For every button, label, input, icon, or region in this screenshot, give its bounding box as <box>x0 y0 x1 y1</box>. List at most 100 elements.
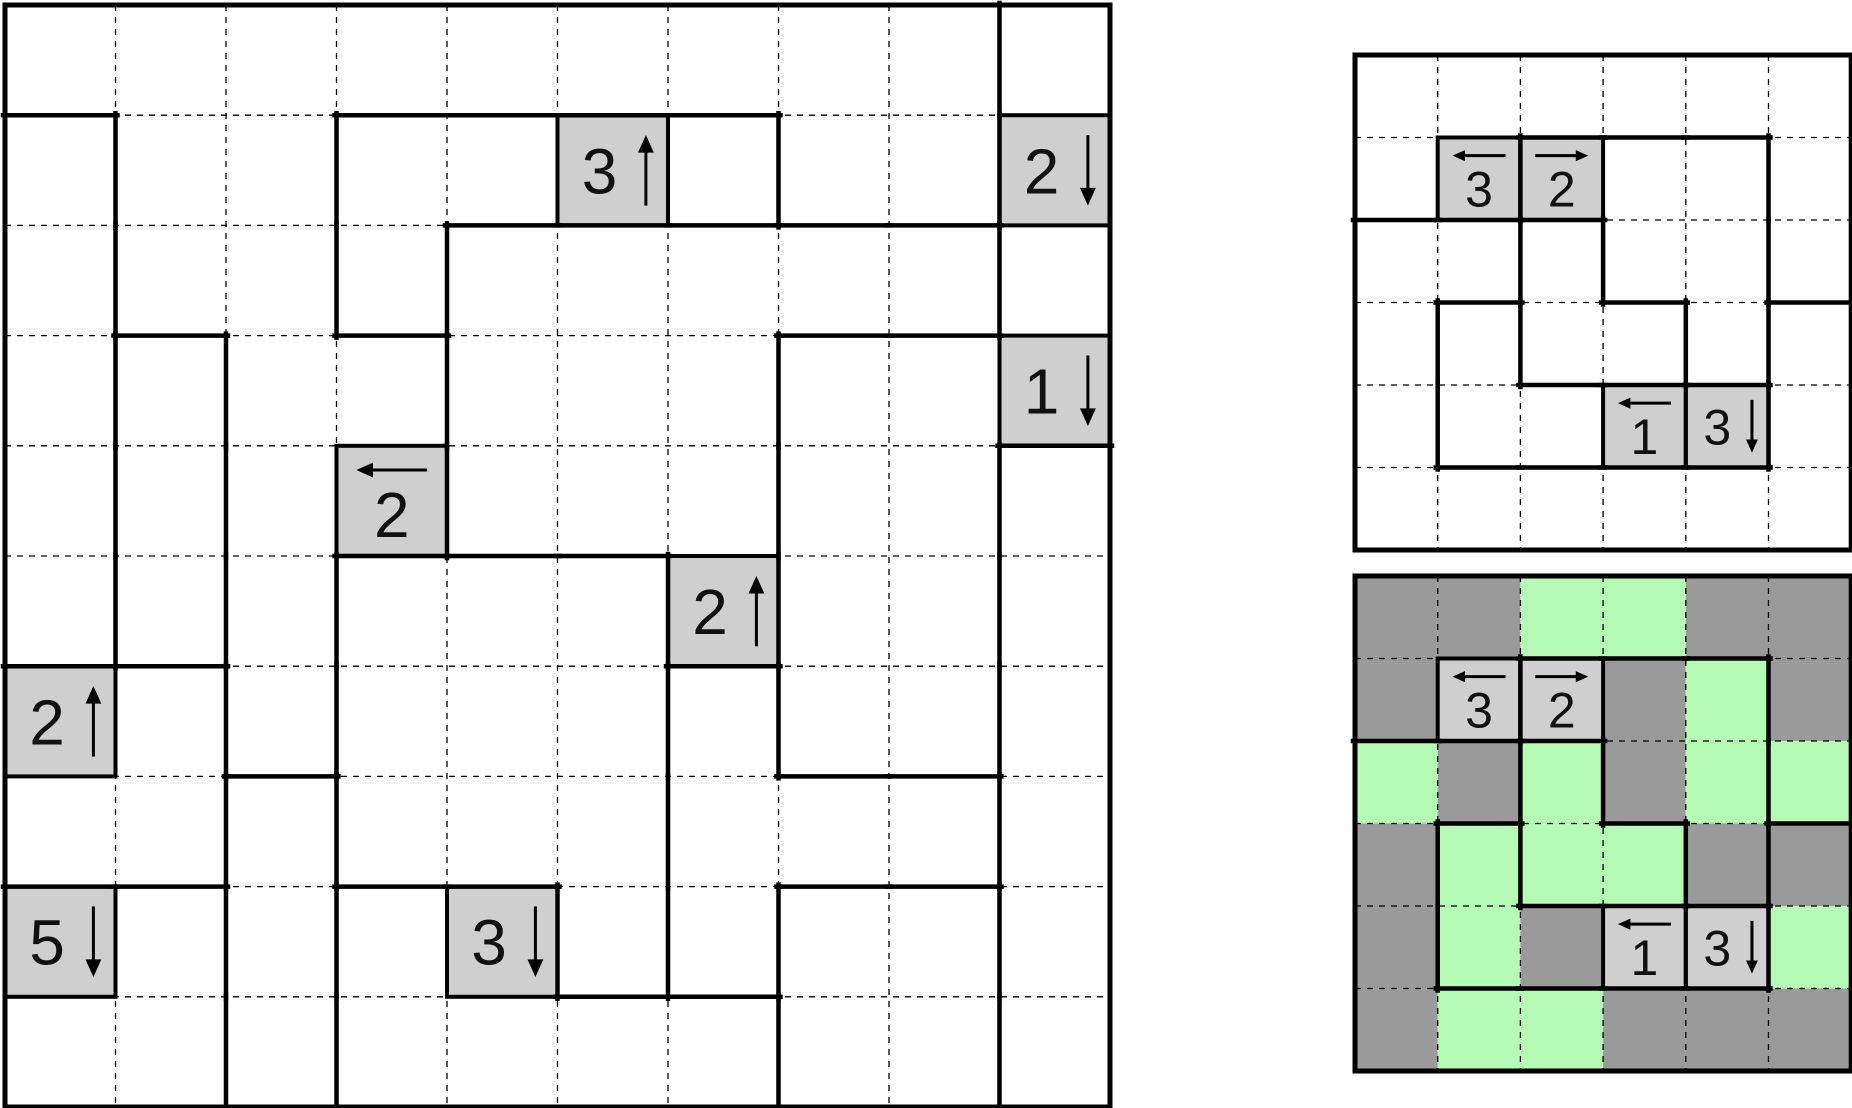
grid-cell[interactable] <box>447 776 558 887</box>
grid-cell[interactable] <box>1685 302 1769 386</box>
grid-cell[interactable] <box>1355 385 1438 468</box>
shaded-cell[interactable] <box>1603 658 1686 742</box>
grid-cell[interactable] <box>999 445 1111 556</box>
shaded-cell[interactable] <box>1768 658 1852 742</box>
grid-cell[interactable] <box>889 5 1000 116</box>
shaded-cell[interactable] <box>1685 576 1769 659</box>
grid-cell[interactable] <box>1603 220 1686 303</box>
grid-cell[interactable] <box>5 335 116 446</box>
grid-cell[interactable] <box>668 5 779 116</box>
grid-cell[interactable] <box>336 886 448 997</box>
grid-cell[interactable] <box>889 335 1000 446</box>
grid-cell[interactable] <box>557 445 669 556</box>
grid-cell[interactable] <box>889 886 1000 997</box>
grid-cell[interactable] <box>778 225 890 336</box>
grid-cell[interactable] <box>336 335 448 446</box>
grid-cell[interactable] <box>668 335 779 446</box>
grid-cell[interactable] <box>668 115 779 226</box>
unshaded-cell[interactable] <box>1520 741 1604 824</box>
unshaded-cell[interactable] <box>1437 823 1521 907</box>
grid-cell[interactable] <box>1685 220 1769 303</box>
grid-cell[interactable] <box>1768 467 1852 551</box>
shaded-cell[interactable] <box>1355 988 1438 1072</box>
grid-cell[interactable] <box>115 996 227 1107</box>
grid-cell[interactable] <box>336 5 448 116</box>
grid-cell[interactable] <box>226 666 337 777</box>
grid-cell[interactable] <box>226 115 337 226</box>
grid-cell[interactable] <box>999 666 1111 777</box>
grid-cell[interactable] <box>447 5 558 116</box>
grid-cell[interactable] <box>1355 137 1438 221</box>
grid-cell[interactable] <box>668 445 779 556</box>
grid-cell[interactable] <box>778 556 890 667</box>
grid-cell[interactable] <box>999 5 1111 116</box>
grid-cell[interactable] <box>226 445 337 556</box>
unshaded-cell[interactable] <box>1603 823 1686 907</box>
grid-cell[interactable] <box>557 335 669 446</box>
shaded-cell[interactable] <box>1603 988 1686 1072</box>
shaded-cell[interactable] <box>1437 741 1521 824</box>
grid-cell[interactable] <box>1520 302 1604 386</box>
grid-cell[interactable] <box>447 666 558 777</box>
shaded-cell[interactable] <box>1685 823 1769 907</box>
unshaded-cell[interactable] <box>1437 906 1521 989</box>
shaded-cell[interactable] <box>1355 906 1438 989</box>
shaded-cell[interactable] <box>1603 741 1686 824</box>
grid-cell[interactable] <box>1768 220 1852 303</box>
grid-cell[interactable] <box>5 556 116 667</box>
grid-cell[interactable] <box>115 115 227 226</box>
shaded-cell[interactable] <box>1768 823 1852 907</box>
grid-cell[interactable] <box>1437 385 1521 468</box>
grid-cell[interactable] <box>999 225 1111 336</box>
grid-cell[interactable] <box>5 5 116 116</box>
grid-cell[interactable] <box>1437 220 1521 303</box>
grid-cell[interactable] <box>226 5 337 116</box>
unshaded-cell[interactable] <box>1520 988 1604 1072</box>
shaded-cell[interactable] <box>1768 988 1852 1072</box>
grid-cell[interactable] <box>447 115 558 226</box>
grid-cell[interactable] <box>115 225 227 336</box>
grid-cell[interactable] <box>1768 302 1852 386</box>
grid-cell[interactable] <box>115 335 227 446</box>
grid-cell[interactable] <box>778 886 890 997</box>
grid-cell[interactable] <box>1768 385 1852 468</box>
unshaded-cell[interactable] <box>1603 576 1686 659</box>
grid-cell[interactable] <box>1355 220 1438 303</box>
grid-cell[interactable] <box>889 776 1000 887</box>
grid-cell[interactable] <box>557 996 669 1107</box>
shaded-cell[interactable] <box>1437 576 1521 659</box>
grid-cell[interactable] <box>999 996 1111 1107</box>
shaded-cell[interactable] <box>1520 906 1604 989</box>
unshaded-cell[interactable] <box>1437 988 1521 1072</box>
grid-cell[interactable] <box>1768 137 1852 221</box>
grid-cell[interactable] <box>115 886 227 997</box>
grid-cell[interactable] <box>336 666 448 777</box>
grid-cell[interactable] <box>447 445 558 556</box>
grid-cell[interactable] <box>5 776 116 887</box>
grid-cell[interactable] <box>447 556 558 667</box>
shaded-cell[interactable] <box>1685 988 1769 1072</box>
grid-cell[interactable] <box>889 996 1000 1107</box>
unshaded-cell[interactable] <box>1520 823 1604 907</box>
grid-cell[interactable] <box>447 996 558 1107</box>
grid-cell[interactable] <box>5 115 116 226</box>
grid-cell[interactable] <box>889 666 1000 777</box>
grid-cell[interactable] <box>226 335 337 446</box>
grid-cell[interactable] <box>5 225 116 336</box>
grid-cell[interactable] <box>1355 55 1438 138</box>
grid-cell[interactable] <box>447 225 558 336</box>
grid-cell[interactable] <box>778 335 890 446</box>
shaded-cell[interactable] <box>1355 576 1438 659</box>
grid-cell[interactable] <box>1520 385 1604 468</box>
grid-cell[interactable] <box>336 225 448 336</box>
grid-cell[interactable] <box>1520 220 1604 303</box>
grid-cell[interactable] <box>668 776 779 887</box>
grid-cell[interactable] <box>5 996 116 1107</box>
grid-cell[interactable] <box>1520 55 1604 138</box>
unshaded-cell[interactable] <box>1685 741 1769 824</box>
grid-cell[interactable] <box>1685 55 1769 138</box>
grid-cell[interactable] <box>889 445 1000 556</box>
grid-cell[interactable] <box>668 225 779 336</box>
grid-cell[interactable] <box>778 445 890 556</box>
grid-cell[interactable] <box>778 996 890 1107</box>
